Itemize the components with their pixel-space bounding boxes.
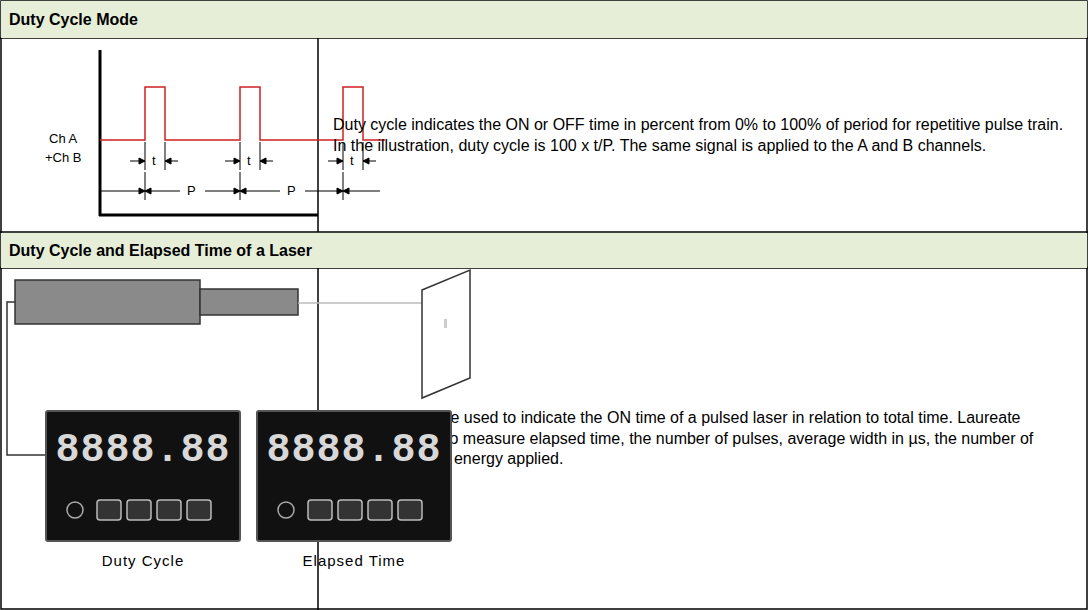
panel-meter: 8888.88Elapsed Time bbox=[256, 410, 452, 569]
meter-label: Duty Cycle bbox=[45, 552, 241, 569]
header-text: Duty Cycle and Elapsed Time of a Laser bbox=[9, 242, 312, 260]
meter-display: 8888.88 bbox=[258, 412, 450, 473]
panel-meter: 8888.88Duty Cycle bbox=[45, 410, 241, 569]
meter-panel: 8888.88 bbox=[256, 410, 452, 542]
meter-buttons bbox=[63, 490, 223, 530]
dimension-label: P bbox=[286, 183, 297, 198]
description-cell: Duty cycle indicates the ON or OFF time … bbox=[319, 39, 1087, 232]
meter-buttons bbox=[274, 490, 434, 530]
body-text: Duty cycle indicates the ON or OFF time … bbox=[333, 115, 1069, 157]
meter-panel: 8888.88 bbox=[45, 410, 241, 542]
section-header: Duty Cycle and Elapsed Time of a Laser bbox=[1, 233, 1087, 268]
dimension-label: P bbox=[186, 183, 197, 198]
header-text: Duty Cycle Mode bbox=[9, 11, 138, 29]
dimension-label: t bbox=[246, 153, 252, 168]
meter-label: Elapsed Time bbox=[256, 552, 452, 569]
dimension-label: t bbox=[151, 153, 157, 168]
channel-label: Ch A bbox=[48, 131, 78, 146]
meter-display: 8888.88 bbox=[47, 412, 239, 473]
channel-label: +Ch B bbox=[44, 150, 83, 165]
section-header: Duty Cycle Mode bbox=[1, 1, 1087, 38]
dimension-label: t bbox=[349, 153, 355, 168]
